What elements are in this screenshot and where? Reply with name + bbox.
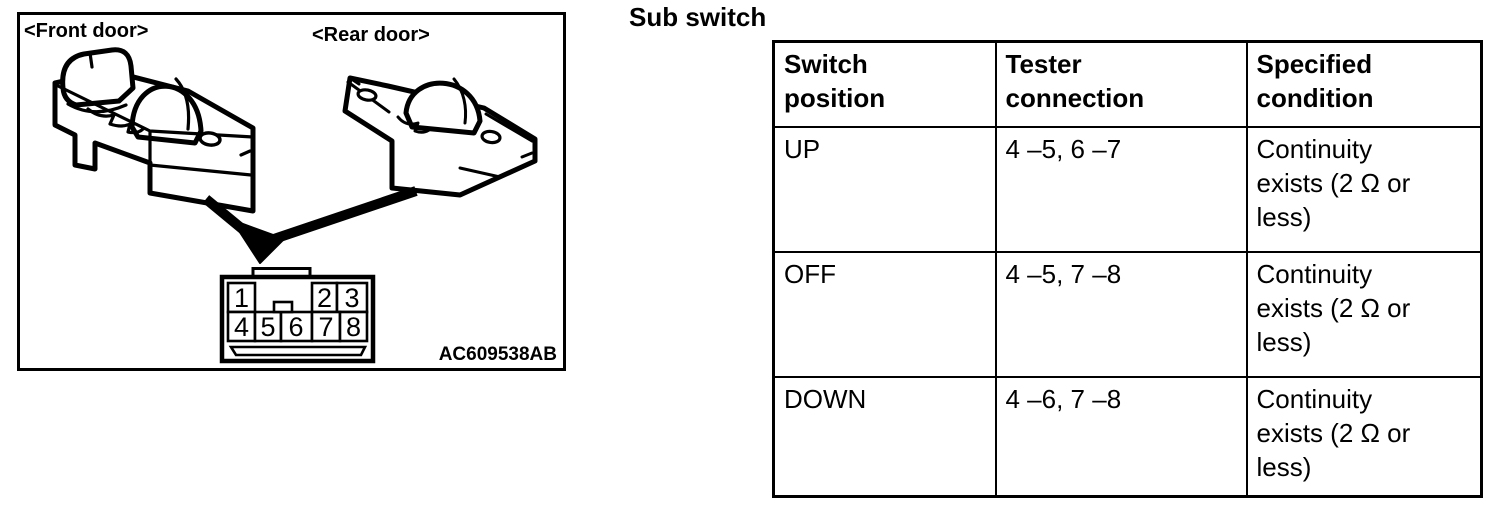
top-hole: [356, 88, 378, 102]
pin-cell: [338, 310, 369, 343]
pin-number: 5: [260, 312, 275, 342]
screw-hole: [480, 129, 502, 145]
table-header-row: Switch position Tester connection Specif…: [772, 40, 1483, 128]
switch-rocker-knob: [60, 47, 136, 108]
pin-number: 6: [288, 312, 303, 342]
knob-lip-line: [66, 102, 128, 114]
connector-pinout-diagram: 1 2 3 4 5 6 7 8: [219, 267, 376, 364]
rear-door-label: <Rear door>: [312, 24, 430, 46]
pointer-arrowhead: [231, 219, 285, 264]
cell-specified-condition: Continuity exists (2 Ω or less): [1245, 125, 1483, 253]
end-tick: [520, 151, 534, 159]
keying-notch: [272, 300, 294, 314]
body-crease: [54, 83, 255, 177]
section-heading: Sub switch: [629, 2, 767, 32]
table-row: DOWN 4 –6, 7 –8 Continuity exists (2 Ω o…: [772, 375, 1483, 498]
cell-specified-condition: Continuity exists (2 Ω or less): [1245, 250, 1483, 378]
cell-tester-connection: 4 –6, 7 –8: [994, 375, 1248, 498]
switch-dome: [129, 83, 204, 146]
pin-number: 1: [234, 283, 249, 313]
front-door-label: <Front door>: [24, 20, 149, 42]
pin-number: 7: [318, 312, 333, 342]
front-door-switch-drawing: [52, 47, 256, 214]
pin-number: 8: [346, 312, 361, 342]
screw-hole: [198, 131, 222, 147]
dome-shade-line: [174, 77, 191, 131]
table-row: OFF 4 –5, 7 –8 Continuity exists (2 Ω or…: [772, 250, 1483, 378]
table-row: UP 4 –5, 6 –7 Continuity exists (2 Ω or …: [772, 125, 1483, 253]
knob-tick: [88, 51, 94, 69]
pointer-arrows: [202, 186, 418, 264]
rear-door-switch-drawing: [342, 75, 538, 198]
hinge-detail: [86, 107, 145, 135]
hinge-detail: [396, 115, 431, 134]
cell-tester-connection: 4 –5, 7 –8: [994, 250, 1248, 378]
pointer-line-right: [266, 186, 418, 246]
col-header-tester-connection: Tester connection: [994, 40, 1248, 128]
cell-switch-position: UP: [772, 125, 997, 253]
pin-number: 3: [344, 283, 359, 313]
corner-tick: [351, 78, 361, 86]
col-header-switch-position: Switch position: [772, 40, 997, 128]
connector-base-strip: [228, 345, 368, 357]
cell-switch-position: DOWN: [772, 375, 997, 498]
figure-code: AC609538AB: [438, 344, 557, 365]
dome-shade-line: [452, 77, 468, 125]
col-header-specified-condition: Specified condition: [1245, 40, 1483, 128]
cell-switch-position: OFF: [772, 250, 997, 378]
switch-figure-panel: <Front door> <Rear door>: [17, 12, 566, 371]
cell-tester-connection: 4 –5, 6 –7: [994, 125, 1248, 253]
cell-specified-condition: Continuity exists (2 Ω or less): [1245, 375, 1483, 498]
pin-number: 4: [234, 312, 249, 342]
pin-cell: [279, 310, 314, 343]
sub-switch-spec-table: Switch position Tester connection Specif…: [772, 40, 1483, 498]
end-tick: [239, 149, 252, 157]
pin-number: 2: [317, 283, 332, 313]
switch-dome: [403, 80, 483, 136]
